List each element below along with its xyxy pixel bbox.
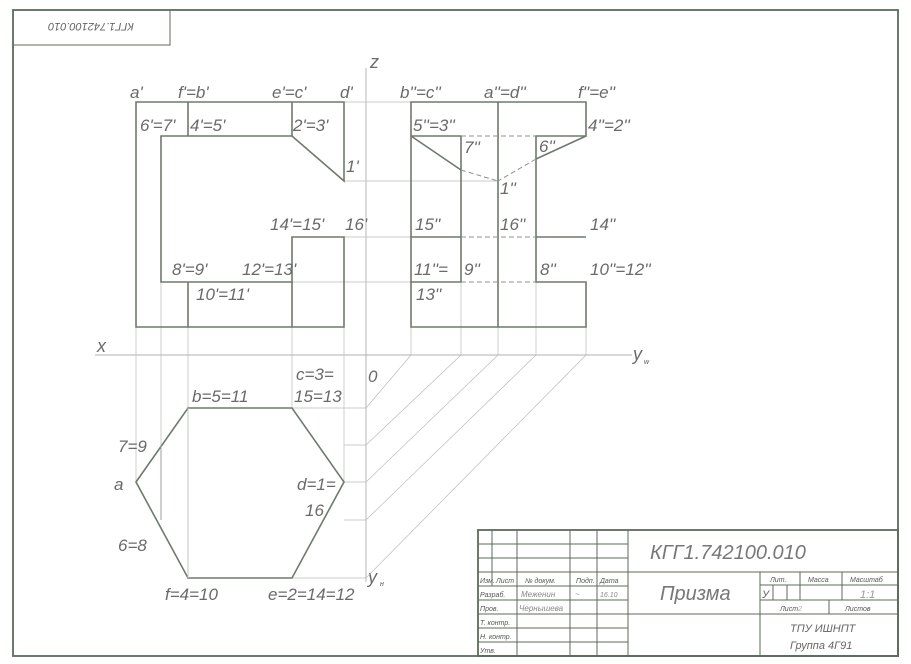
axes-yh_sub-label: н xyxy=(380,581,384,588)
top_view-d-label: d=1= xyxy=(297,475,336,494)
front_view-a-label: a' xyxy=(130,83,143,102)
front_view-p16-label: 16' xyxy=(345,215,368,234)
title_block-rows-0-sign-label: ~ xyxy=(575,590,580,599)
top-view: b=5=11 c=3= 15=13 7=9 a d=1= 16 6=8 f=4=… xyxy=(114,365,355,604)
title_block-lit_value-label: У xyxy=(761,589,770,601)
top_view-a-label: a xyxy=(114,475,123,494)
top_view-p79-label: 7=9 xyxy=(118,437,147,456)
title_block-rows-4-role-label: Утв. xyxy=(479,648,496,655)
front_view-fb-label: f'=b' xyxy=(178,83,209,102)
rotated-stamp: КГГ1.742100.010 xyxy=(12,9,171,46)
side_view-p13-label: 13'' xyxy=(416,285,442,304)
side_view-fe-label: f''=e'' xyxy=(578,83,616,102)
axes: x z y w 0 y н xyxy=(95,52,650,588)
top_view-p68-label: 6=8 xyxy=(118,536,147,555)
title_block-headers-sign-label: Подп. xyxy=(576,577,595,585)
side_view-p53-label: 5''=3'' xyxy=(413,116,456,135)
axis-x-label: x xyxy=(96,336,107,356)
side_view-p42-label: 4''=2'' xyxy=(588,116,631,135)
sheet-frame xyxy=(12,9,899,657)
side_view-p7-label: 7'' xyxy=(464,138,481,157)
designation: КГГ1.742100.010 xyxy=(650,542,806,564)
title_block-rows-1-role-label: Пров. xyxy=(480,606,499,613)
side_view-p6-label: 6'' xyxy=(539,137,556,156)
title_block-rows-2-role-label: Т. контр. xyxy=(480,620,510,627)
title_block-lit_label-label: Лит. xyxy=(769,577,786,584)
side_view-p11-label: 11''= xyxy=(414,260,448,279)
group: Группа 4Г91 xyxy=(790,640,852,652)
side-view: b''=c'' a''=d'' f''=e'' 5''=3'' 4''=2'' … xyxy=(400,83,651,328)
front_view-p1213-label: 12'=13' xyxy=(242,260,297,279)
title_block-sheet_value-label: 2 xyxy=(797,606,802,613)
title_block-headers-date-label: Дата xyxy=(599,578,619,585)
side_view-bc-label: b''=c'' xyxy=(400,83,442,102)
title_block-headers-list-label: Лист xyxy=(495,578,514,585)
side_view-p1-label: 1'' xyxy=(500,179,517,198)
side_view-p9-label: 9'' xyxy=(464,260,481,279)
front_view-p45-label: 4'=5' xyxy=(190,116,226,135)
title_block-headers-doc-label: № докум. xyxy=(525,577,556,585)
axis-yh-label: y xyxy=(366,567,378,587)
title_block-mass_label-label: Масса xyxy=(808,577,829,584)
title_block-sheets_label-label: Листов xyxy=(844,606,871,613)
construction-lines xyxy=(135,101,587,579)
title_block-rows-0-date-label: 16.10 xyxy=(600,592,618,599)
top_view-c2-label: 15=13 xyxy=(294,387,342,406)
organization: ТПУ ИШНПТ xyxy=(790,623,857,635)
title_block-rows-0-person-label: Меженин xyxy=(521,590,556,599)
title_block-scale_label-label: Масштаб xyxy=(850,576,884,584)
front-view: a' f'=b' e'=c' d' 6'=7' 4'=5' 2'=3' 1' 1… xyxy=(130,83,368,328)
top_view-b-label: b=5=11 xyxy=(192,387,248,406)
front_view-p67-label: 6'=7' xyxy=(140,116,176,135)
stamp-label: КГГ1.742100.010 xyxy=(47,20,134,32)
part-name: Призма xyxy=(660,583,731,605)
title_block-scale_value-label: 1:1 xyxy=(860,589,875,601)
front_view-d-label: d' xyxy=(340,83,353,102)
front_view-ec-label: e'=c' xyxy=(272,83,307,102)
title_block-rows-1-person-label: Чернышева xyxy=(519,604,564,613)
side_view-p1012-label: 10''=12'' xyxy=(590,260,651,279)
top_view-f-label: f=4=10 xyxy=(165,585,218,604)
front_view-p89-label: 8'=9' xyxy=(172,260,208,279)
axis-yw-label: y xyxy=(631,344,643,364)
origin-label: 0 xyxy=(368,367,378,386)
front_view-p23-label: 2'=3' xyxy=(292,116,329,135)
top_view-e-label: e=2=14=12 xyxy=(268,585,355,604)
title_block-rows-0-role-label: Разраб. xyxy=(480,591,505,599)
front_view-p1415-label: 14'=15' xyxy=(270,215,325,234)
axes-yw_sub-label: w xyxy=(644,359,650,366)
axis-z-label: z xyxy=(369,52,379,72)
side_view-p14-label: 14'' xyxy=(590,215,616,234)
side_view-p8-label: 8'' xyxy=(540,260,557,279)
top_view-d2-label: 16 xyxy=(305,501,324,520)
side_view-p16-label: 16'' xyxy=(500,215,526,234)
title_block-sheet_label-label: Лист xyxy=(779,606,798,613)
title-block: Изм. Лист № докум. Подп. Дата Разраб. Ме… xyxy=(477,529,899,657)
title_block-rows-3-role-label: Н. контр. xyxy=(480,634,512,641)
top_view-c-label: c=3= xyxy=(296,365,334,384)
front_view-p1-label: 1' xyxy=(346,157,359,176)
side_view-p15-label: 15'' xyxy=(415,215,441,234)
side_view-ad-label: a''=d'' xyxy=(484,83,527,102)
title_block-headers-izm-label: Изм. xyxy=(480,578,495,585)
front_view-p1011-label: 10'=11' xyxy=(196,285,250,304)
